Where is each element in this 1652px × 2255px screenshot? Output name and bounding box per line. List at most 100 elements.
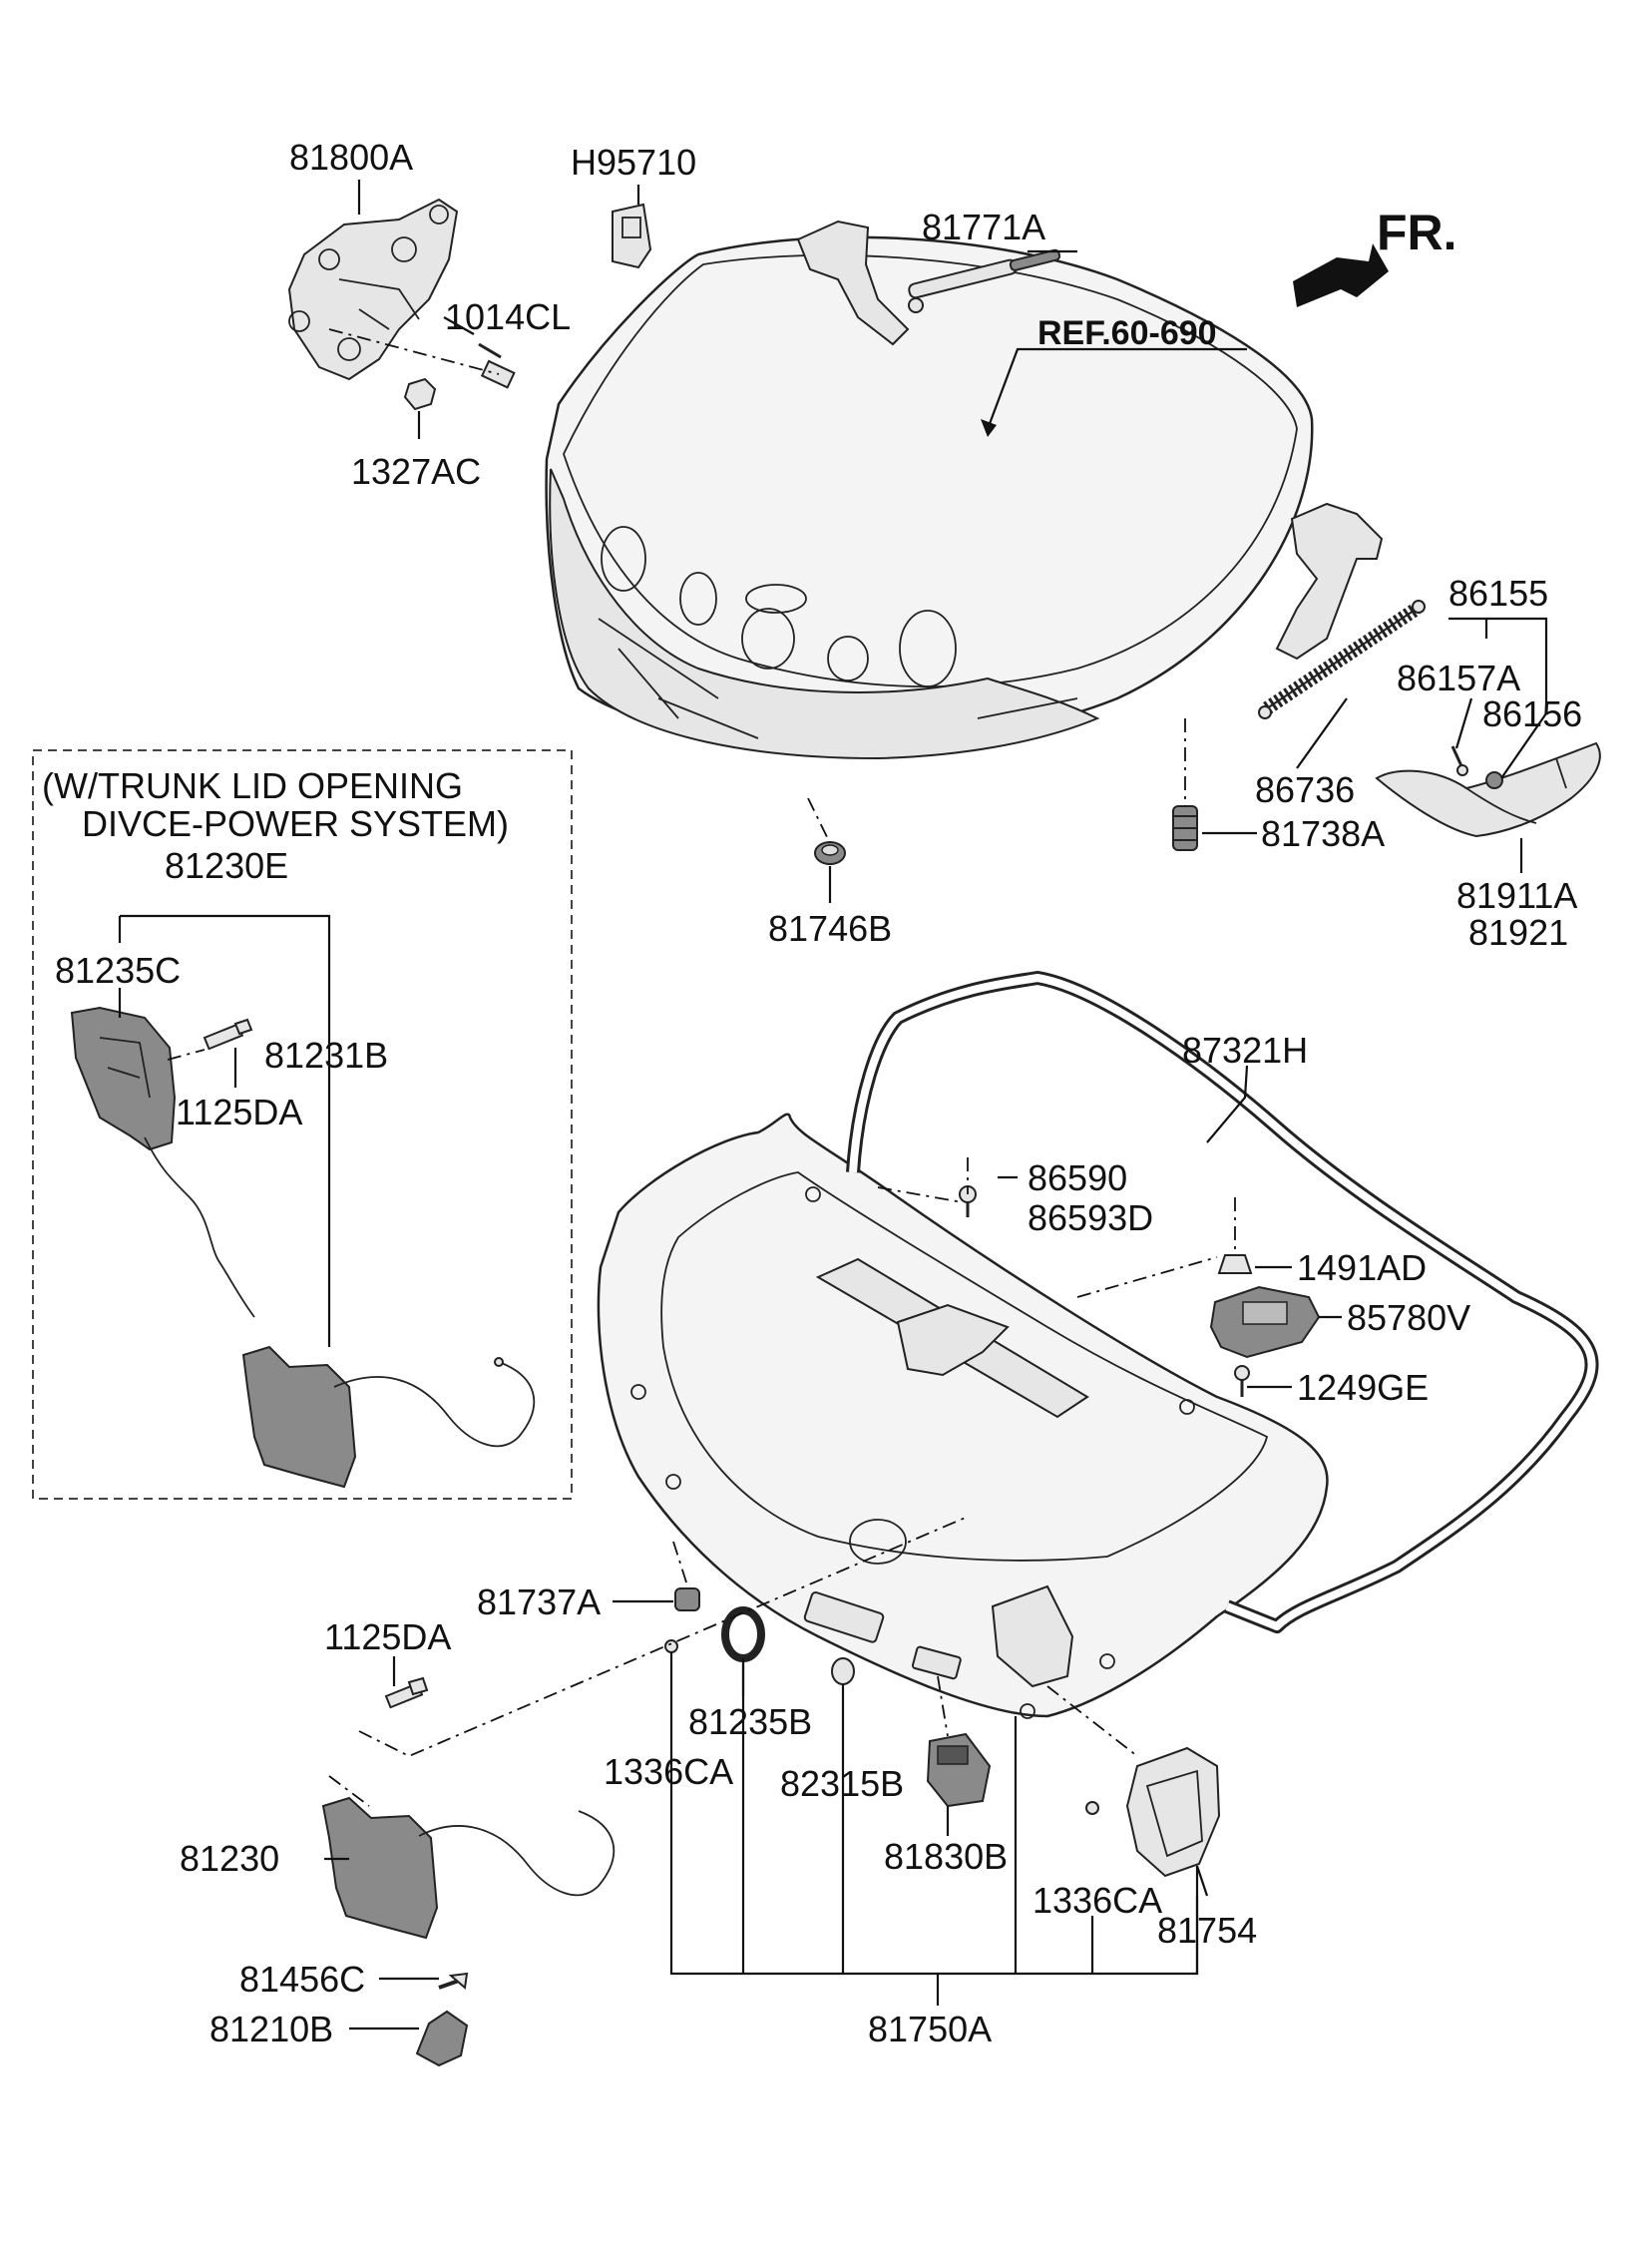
inner-frame-hole	[601, 526, 646, 592]
right-hinge	[1275, 502, 1384, 661]
clip-1336CA-left	[664, 1639, 678, 1653]
part-label: 81911A	[1456, 875, 1577, 916]
part-label: 1336CA	[604, 1751, 733, 1792]
trim-switch-recess	[911, 1645, 962, 1680]
part-label: 86593D	[1028, 1197, 1153, 1238]
trunk-emblem-icon	[745, 584, 807, 614]
trunk-sensor	[612, 203, 652, 269]
assembly-dash	[672, 1541, 689, 1589]
part-label: 1125DA	[324, 1616, 451, 1657]
actuator-bolt	[203, 1018, 253, 1051]
part-label: 86155	[1448, 573, 1548, 614]
front-direction-indicator: FR.	[1293, 205, 1457, 307]
weatherstrip-inner	[849, 974, 1596, 1630]
part-label: 81235C	[55, 950, 181, 991]
part-label: 86736	[1255, 769, 1355, 810]
part-label: 81231B	[264, 1035, 388, 1076]
pin-81456C	[438, 1972, 469, 1990]
trim-panel-inner	[660, 1171, 1269, 1562]
trim-access-cover-recess	[991, 1584, 1074, 1688]
part-label: 81921	[1468, 912, 1568, 953]
actuator-bolt-dash	[167, 1049, 206, 1061]
inner-frame-hole	[679, 572, 717, 626]
trim-lock-ring-hole	[849, 1519, 907, 1565]
trim-handle	[896, 1303, 1010, 1377]
power-closer-cable	[333, 1361, 536, 1448]
gas-strut	[908, 248, 1061, 313]
latch-nut	[403, 377, 437, 411]
trunk-lid-assembly	[545, 220, 1601, 865]
option-box-border	[32, 749, 573, 1500]
left-hinge	[796, 220, 910, 346]
trim-clip-hole	[665, 1474, 681, 1490]
inner-frame-hole	[741, 608, 795, 670]
bumper-81737A	[674, 1587, 700, 1611]
part-label: 81830B	[884, 1836, 1008, 1877]
trim-panel-outer	[597, 1113, 1329, 1718]
leader-lines	[118, 180, 1548, 2030]
part-label: 1249GE	[1297, 1367, 1429, 1408]
option-box-title-line1: (W/TRUNK LID OPENING	[42, 765, 463, 806]
front-direction-label: FR.	[1377, 205, 1457, 260]
part-labels: 81800A H95710 81771A REF.60-690 1014CL 1…	[55, 137, 1582, 2049]
assembly-dash	[877, 1186, 964, 1203]
part-label: 81800A	[289, 137, 413, 178]
bumper-stop	[1172, 805, 1198, 851]
trunk-closer-81230	[321, 1796, 616, 1940]
side-trim-cover	[1375, 741, 1601, 838]
opener-switch-81830B	[926, 1732, 992, 1808]
trunk-lid-outer-panel	[545, 235, 1314, 746]
assembly-dash	[1076, 1256, 1218, 1298]
part-label: 86157A	[1397, 658, 1520, 698]
part-label: 81754	[1157, 1910, 1257, 1951]
part-label: 81210B	[209, 2009, 333, 2049]
latch-bolt	[478, 342, 516, 389]
trim-clip-hole	[630, 1384, 646, 1400]
power-actuator	[70, 1006, 177, 1151]
part-label: 81738A	[1261, 813, 1385, 854]
power-closer-unit	[241, 1345, 357, 1489]
trim-pull-recess	[803, 1591, 885, 1643]
clip-1336CA-right	[1085, 1801, 1099, 1815]
part-label: 86590	[1028, 1157, 1127, 1198]
inner-frame-hole	[827, 636, 869, 681]
part-label: 81230E	[165, 845, 288, 886]
part-label: 81750A	[868, 2009, 992, 2049]
screw-icon	[1450, 745, 1468, 776]
trim-clip-hole	[1179, 1399, 1195, 1415]
trunk-lid-inner-frame	[549, 468, 1100, 760]
clip-icon	[1485, 771, 1503, 789]
latch-leader-dash	[328, 328, 500, 375]
holder-81210B	[415, 2010, 469, 2067]
trunk-weatherstrip	[846, 971, 1599, 1633]
part-label: 1014CL	[445, 296, 571, 337]
trim-clip-hole	[805, 1186, 821, 1202]
inner-frame-ribs	[598, 618, 1078, 739]
part-label: 85780V	[1347, 1297, 1470, 1338]
part-label: 1336CA	[1032, 1880, 1162, 1921]
grommet-82315B	[831, 1657, 855, 1685]
part-label: H95710	[571, 142, 696, 183]
part-label: 86156	[1482, 693, 1582, 734]
torsion-spring	[1258, 600, 1426, 719]
part-label: 1327AC	[351, 451, 481, 492]
front-arrow-icon	[1293, 243, 1389, 307]
assembly-dash	[328, 1775, 370, 1807]
option-box-title-line2: DIVCE-POWER SYSTEM)	[82, 803, 509, 844]
trunk-lid-top-surface	[563, 253, 1298, 688]
trim-clip-1491AD	[1217, 1254, 1253, 1274]
power-cable	[144, 1136, 255, 1318]
part-label: 81235B	[688, 1701, 812, 1742]
part-label: 1491AD	[1297, 1247, 1427, 1288]
trunk-grommet	[814, 841, 846, 865]
part-label: 81230	[180, 1838, 279, 1879]
reference-label: REF.60-690	[1037, 314, 1217, 352]
inner-frame-hole	[899, 610, 957, 687]
power-system-option-box: (W/TRUNK LID OPENING DIVCE-POWER SYSTEM)	[32, 749, 573, 1500]
part-label: 1125DA	[176, 1092, 302, 1132]
part-label: 81746B	[768, 908, 892, 949]
part-label: 81771A	[922, 207, 1045, 247]
part-label: 81456C	[239, 1959, 365, 2000]
trunk-latch-assembly	[287, 198, 459, 381]
access-cover-81754	[1125, 1746, 1221, 1878]
